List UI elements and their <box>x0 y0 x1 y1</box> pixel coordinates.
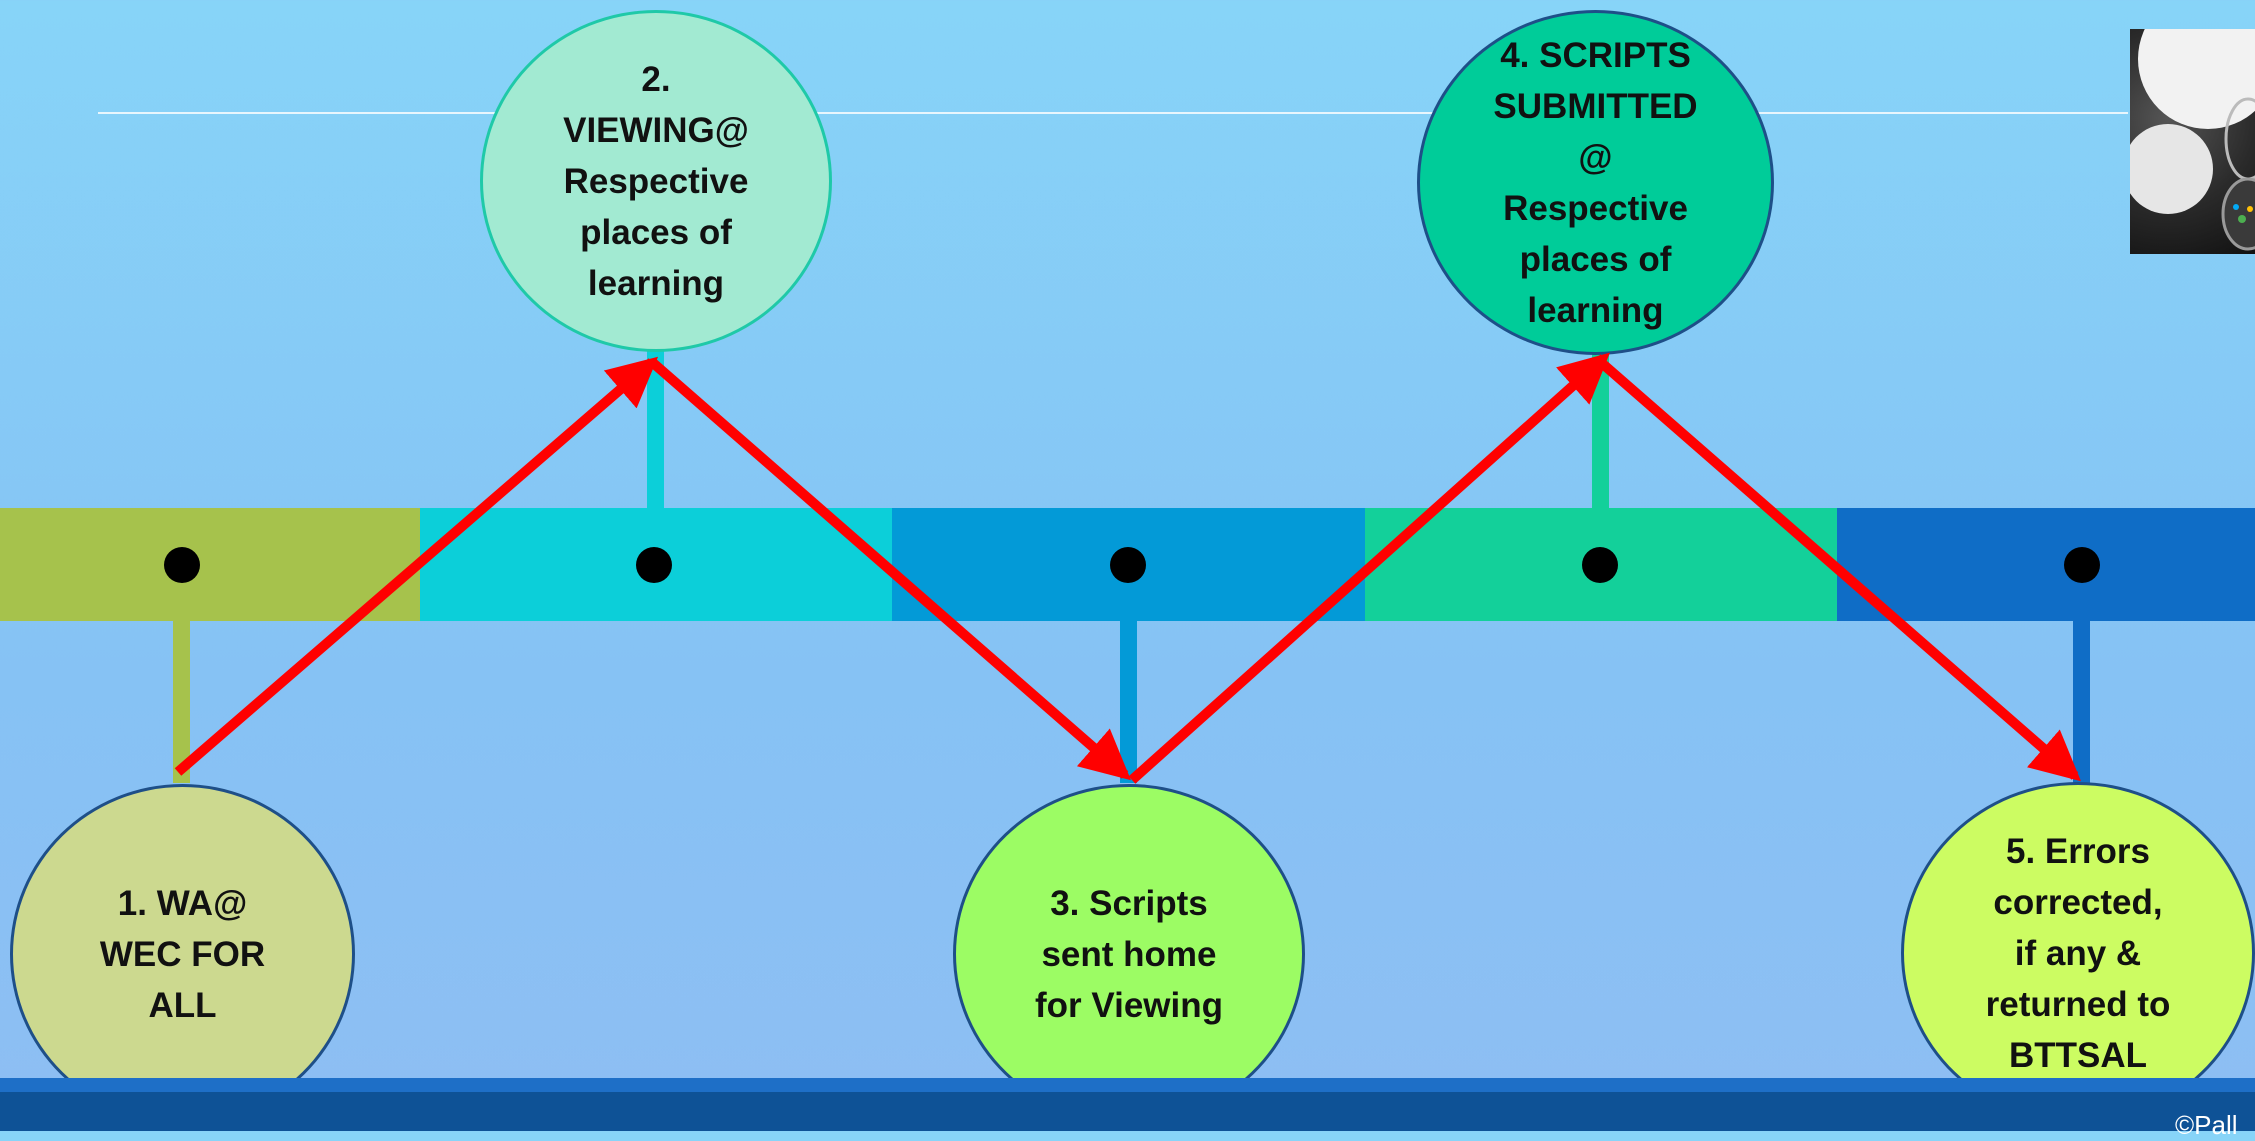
timeline-dot-5 <box>2064 547 2100 583</box>
connector-1 <box>173 621 190 783</box>
step-node-2: 2. VIEWING@ Respective places of learnin… <box>480 10 832 352</box>
footer-bar <box>0 1092 2255 1131</box>
footer-stripe <box>0 1078 2255 1092</box>
timeline-segment-5 <box>1837 508 2255 621</box>
step-node-4: 4. SCRIPTS SUBMITTED @ Respective places… <box>1417 10 1774 355</box>
timeline-segment-1 <box>0 508 420 621</box>
arrow-4-to-5 <box>1600 361 2082 782</box>
decorative-photo <box>2130 29 2255 254</box>
step-node-1: 1. WA@ WEC FOR ALL <box>10 784 355 1124</box>
arrow-3-to-4 <box>1128 352 1610 784</box>
step-label-4: 4. SCRIPTS SUBMITTED @ Respective places… <box>1493 35 1698 330</box>
timeline-dot-4 <box>1582 547 1618 583</box>
header-rule <box>98 112 2128 114</box>
step-label-1: 1. WA@ WEC FOR ALL <box>99 883 266 1025</box>
timeline-dot-1 <box>164 547 200 583</box>
arrow-2-to-3 <box>648 358 1132 781</box>
step-label-3: 3. Scripts sent home for Viewing <box>1035 883 1223 1025</box>
step-node-5: 5. Errors corrected, if any & returned t… <box>1901 782 2255 1124</box>
timeline-dot-3 <box>1110 547 1146 583</box>
arrow-1-to-2 <box>174 356 659 776</box>
step-label-2: 2. VIEWING@ Respective places of learnin… <box>563 59 749 303</box>
timeline-dot-2 <box>636 547 672 583</box>
copyright-text: ©Pall <box>2175 1110 2238 1140</box>
step-label-5: 5. Errors corrected, if any & returned t… <box>1985 831 2171 1075</box>
